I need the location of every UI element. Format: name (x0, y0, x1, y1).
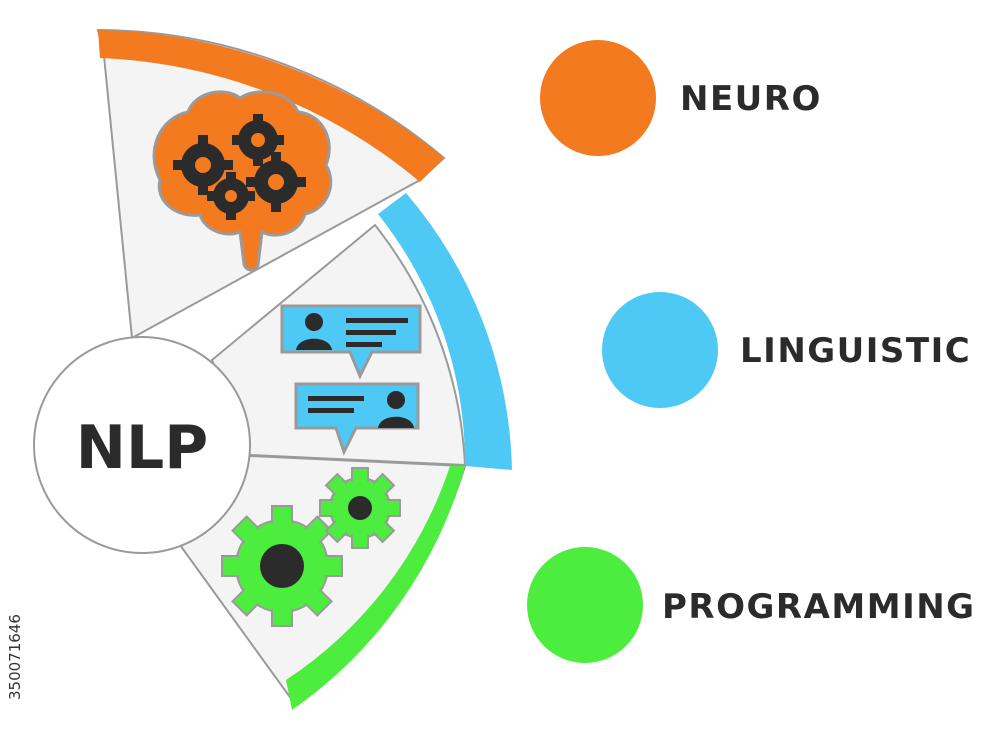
arc-programming (286, 466, 465, 710)
chat-bubbles-icon (280, 304, 422, 456)
term-linguistic: LINGUISTIC (602, 292, 971, 408)
term-neuro: NEURO (540, 40, 822, 156)
stock-id-label: 350071646 (6, 614, 24, 700)
programming-dot (527, 547, 643, 663)
linguistic-label: LINGUISTIC (740, 331, 971, 371)
brain-gears-icon (152, 90, 333, 272)
neuro-dot (540, 40, 656, 156)
gears-icon (221, 467, 401, 627)
programming-label: PROGRAMMING (662, 587, 976, 627)
term-programming: PROGRAMMING (527, 547, 976, 663)
center-label: NLP (76, 413, 208, 483)
arc-neuro (98, 30, 444, 182)
arc-linguistic (378, 193, 512, 470)
neuro-label: NEURO (680, 79, 822, 119)
center-node: NLP (33, 336, 251, 554)
linguistic-dot (602, 292, 718, 408)
